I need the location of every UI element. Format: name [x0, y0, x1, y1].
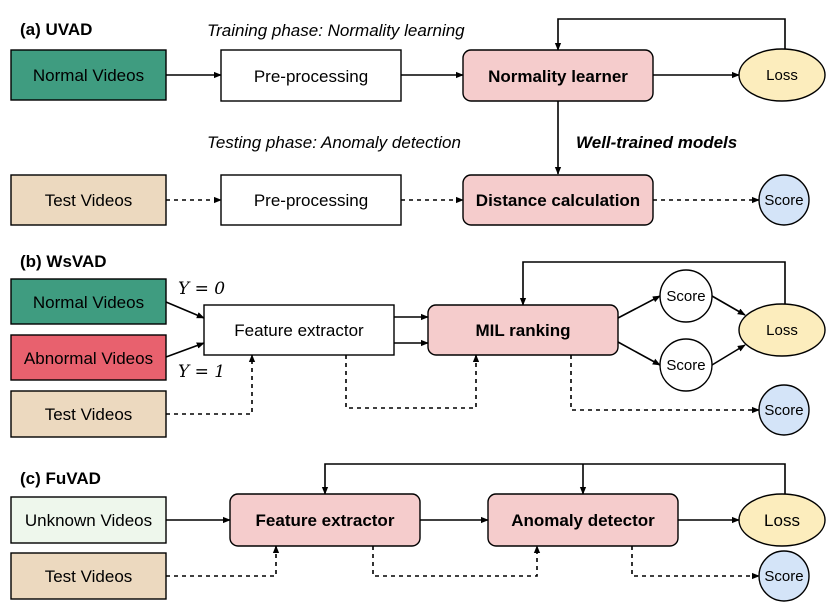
y0-label: Y = 0 — [178, 279, 225, 299]
uvad-title: (a) UVAD — [20, 20, 92, 39]
wsvad-arrow-mil-to-score-top — [617, 295, 661, 319]
uvad-preprocessing-train-box — [220, 49, 402, 102]
uvad-preprocessing-test-label: Pre-processing — [254, 191, 368, 210]
wsvad-feature-extractor-box — [203, 304, 395, 356]
wsvad-loss-node — [738, 303, 826, 357]
normality-learner-label: Normality learner — [488, 67, 628, 86]
fuvad-unknown-videos-label: Unknown Videos — [25, 511, 152, 530]
wsvad-feedback-loop — [519, 261, 786, 306]
y1-label: Y = 1 — [178, 362, 225, 382]
wsvad-arrow-normal-to-fe — [165, 301, 205, 319]
fuvad-title: (c) FuVAD — [20, 469, 101, 488]
fuvad-feedback-to-fe — [321, 463, 786, 495]
fuvad-test-videos-box — [10, 552, 167, 600]
wsvad-title: (b) WsVAD — [20, 252, 107, 271]
wsvad-score-top-label: Score — [666, 288, 705, 305]
wsvad-arrow-mil-to-score-bottom — [617, 341, 661, 366]
wsvad-score-bottom-label: Score — [666, 357, 705, 374]
fuvad-feature-extractor-label: Feature extractor — [256, 511, 395, 530]
wsvad-arrow-mil-to-score-out — [570, 355, 760, 414]
wsvad-test-videos-label: Test Videos — [45, 405, 133, 424]
training-phase-label: Training phase: Normality learning — [207, 21, 465, 40]
fuvad-arrow-test-to-fe — [166, 545, 280, 577]
fuvad-test-videos-label: Test Videos — [45, 567, 133, 586]
uvad-score-label: Score — [764, 192, 803, 209]
wsvad-arrow-score-bottom-to-loss — [711, 344, 746, 366]
anomaly-detector-label: Anomaly detector — [511, 511, 655, 530]
fuvad-loss-label: Loss — [764, 511, 800, 530]
testing-phase-label: Testing phase: Anomaly detection — [207, 133, 461, 152]
uvad-preprocessing-train-label: Pre-processing — [254, 67, 368, 86]
fuvad-arrow-detector-to-score — [631, 546, 760, 580]
fuvad-arrow-fe-to-detector-test — [372, 545, 541, 577]
uvad-test-videos-label: Test Videos — [45, 191, 133, 210]
wsvad-feature-extractor-label: Feature extractor — [234, 321, 364, 340]
well-trained-models-label: Well-trained models — [576, 133, 737, 152]
wsvad-arrow-score-top-to-loss — [711, 295, 746, 316]
wsvad-abnormal-videos-label: Abnormal Videos — [24, 349, 153, 368]
uvad-normal-videos-box — [10, 49, 167, 101]
wsvad-normal-videos-label: Normal Videos — [33, 293, 144, 312]
wsvad-arrow-fe-to-mil-test — [345, 354, 480, 409]
wsvad-loss-label: Loss — [766, 322, 798, 339]
mil-ranking-label: MIL ranking — [475, 321, 570, 340]
uvad-feedback-loop — [554, 18, 786, 51]
uvad-test-videos-box — [10, 174, 167, 226]
wsvad-abnormal-videos-box — [10, 334, 167, 381]
fuvad-score-label: Score — [764, 568, 803, 585]
wsvad-arrow-abnormal-to-fe — [165, 342, 205, 358]
uvad-normal-videos-label: Normal Videos — [33, 66, 144, 85]
distance-calculation-label: Distance calculation — [476, 191, 640, 210]
wsvad-score-out-label: Score — [764, 402, 803, 419]
uvad-loss-label: Loss — [766, 67, 798, 84]
wsvad-normal-videos-box — [10, 278, 167, 325]
